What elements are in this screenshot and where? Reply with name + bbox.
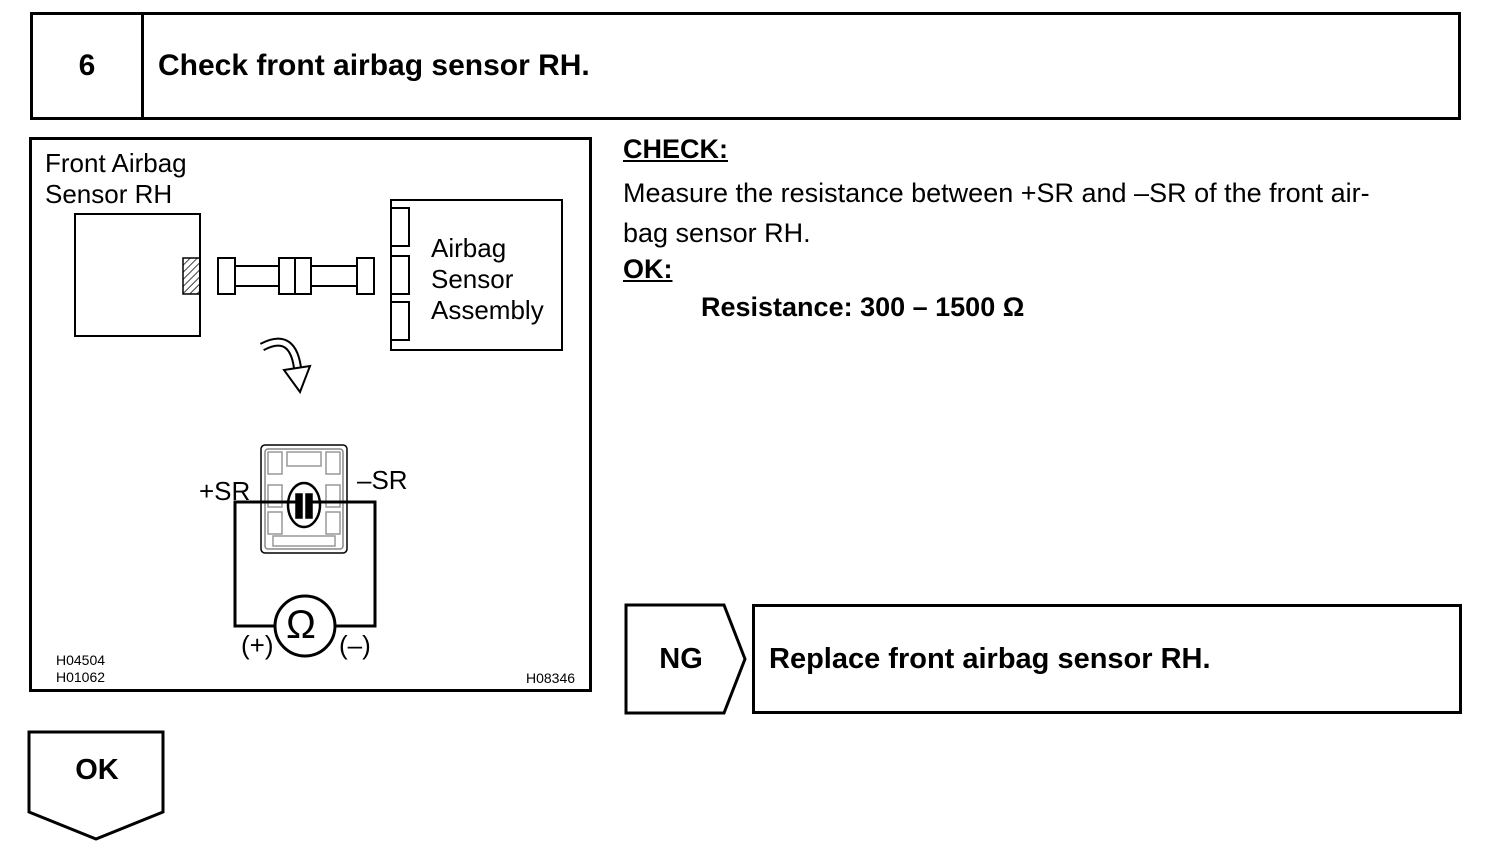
- ok-heading: OK:: [623, 254, 673, 284]
- assembly-label-line1: Airbag: [431, 233, 507, 263]
- ohm-symbol: Ω: [286, 603, 316, 647]
- resistance-spec: Resistance: 300 – 1500 Ω: [701, 292, 1025, 322]
- assembly-label-line3: Assembly: [431, 295, 544, 325]
- check-heading: CHECK:: [623, 134, 728, 164]
- step-number-text: 6: [78, 49, 96, 82]
- sensor-connector-hatched: [182, 257, 201, 295]
- connector-face-shape: [260, 444, 348, 554]
- probe-wire-plus: [233, 500, 299, 628]
- pin-minus-label: –SR: [357, 465, 408, 495]
- probe-wire-minus: [309, 500, 377, 628]
- check-instructions: Measure the resistance between +SR and –…: [623, 173, 1473, 253]
- assembly-connector-slots: [390, 207, 410, 341]
- sensor-label-line2: Sensor RH: [45, 179, 173, 209]
- ng-action-text: Replace front airbag sensor RH.: [769, 642, 1211, 675]
- step-number: 6: [30, 12, 144, 120]
- sensor-label-line1: Front Airbag: [45, 148, 187, 178]
- check-line-1: Measure the resistance between +SR and –…: [623, 178, 1370, 208]
- figure-code-2: H01062: [56, 669, 106, 685]
- arrow-curve-inner: [260, 339, 301, 373]
- ok-arrow-box: [27, 730, 165, 841]
- assembly-label: Airbag Sensor Assembly: [431, 233, 544, 326]
- check-line-2: bag sensor RH.: [623, 218, 811, 248]
- ng-arrow-box: [624, 603, 747, 715]
- arrow-head: [282, 364, 312, 395]
- ohmmeter-icon: [273, 594, 337, 658]
- front-airbag-sensor-shape: [74, 213, 201, 337]
- harness-connector-shape: [217, 257, 375, 295]
- step-title-text: Check front airbag sensor RH.: [158, 49, 590, 82]
- step-title: Check front airbag sensor RH.: [141, 12, 1461, 120]
- connector-diagram: Front Airbag Sensor RH Airbag Sensor Ass…: [29, 137, 592, 692]
- meter-plus-label: (+): [241, 630, 274, 660]
- meter-minus-label: (–): [339, 630, 371, 660]
- ok-label: OK: [75, 753, 119, 786]
- figure-code-1: H04504: [56, 652, 106, 668]
- ng-label: NG: [659, 642, 703, 675]
- ng-action-box: Replace front airbag sensor RH.: [752, 604, 1462, 714]
- diagram-drawing: [74, 199, 563, 658]
- airbag-sensor-assembly-shape: [390, 199, 563, 351]
- pin-plus-label: +SR: [199, 476, 251, 506]
- assembly-label-line2: Sensor: [431, 264, 514, 294]
- figure-code-3: H08346: [526, 670, 576, 686]
- sensor-label: Front Airbag Sensor RH: [45, 148, 187, 210]
